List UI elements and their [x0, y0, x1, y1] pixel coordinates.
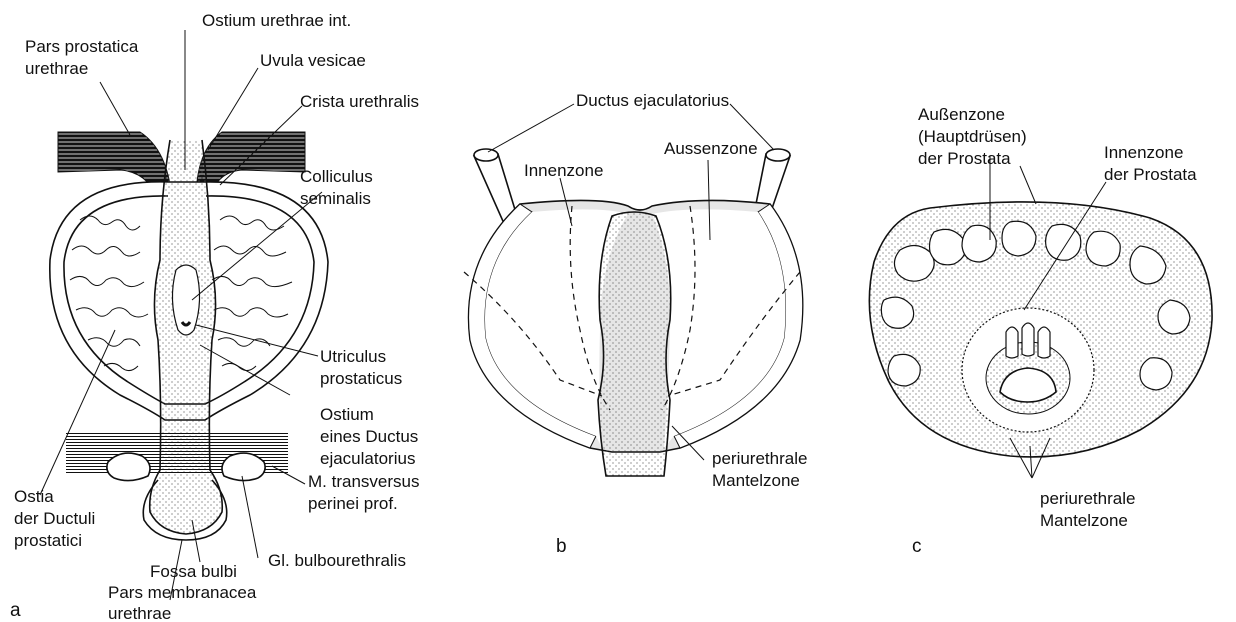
label-hauptdruesen-c: (Hauptdrüsen)	[918, 127, 1027, 146]
label-aussenzone-b: Aussenzone	[664, 139, 758, 158]
label-ostia-ductuli: Ostia	[14, 487, 54, 506]
label-ductus-ejaculatorius: Ductus ejaculatorius	[576, 91, 729, 110]
label-ostium-ductus-2: eines Ductus	[320, 427, 418, 446]
label-pars-membranacea-2: urethrae	[108, 604, 171, 622]
subfigure-label-c: c	[912, 536, 922, 557]
label-ostia-ductuli-3: prostatici	[14, 531, 82, 550]
urethra-b	[598, 212, 671, 476]
figure-b: Ductus ejaculatorius Innenzone Aussenzon…	[464, 91, 807, 557]
label-periurethrale-c: periurethrale	[1040, 489, 1135, 508]
innen-right	[652, 209, 786, 448]
label-pars-prostatica-2: urethrae	[25, 59, 88, 78]
central-glands-c	[1006, 323, 1050, 358]
label-innenzone-c: Innenzone	[1104, 143, 1183, 162]
figure-a: Ostium urethrae int. Pars prostatica ure…	[10, 11, 419, 622]
bulbourethral-gland-right	[222, 453, 265, 480]
label-fossa-bulbi: Fossa bulbi	[150, 562, 237, 581]
label-colliculus: Colliculus	[300, 167, 373, 186]
duct-opening-right	[766, 149, 790, 161]
label-utriculus-2: prostaticus	[320, 369, 402, 388]
subfigure-label-b: b	[556, 536, 567, 557]
label-ostium-ductus: Ostium	[320, 405, 374, 424]
label-m-transversus-2: perinei prof.	[308, 494, 398, 513]
label-mantelzone-b: Mantelzone	[712, 471, 800, 490]
figure-c: Außenzone (Hauptdrüsen) der Prostata Inn…	[869, 105, 1212, 557]
label-innenzone-b: Innenzone	[524, 161, 603, 180]
label-ostium-ductus-3: ejaculatorius	[320, 449, 415, 468]
label-innenzone-prostata-c: der Prostata	[1104, 165, 1197, 184]
label-mantelzone-c: Mantelzone	[1040, 511, 1128, 530]
label-pars-membranacea: Pars membranacea	[108, 583, 257, 602]
duct-opening-left	[474, 149, 498, 161]
bulbourethral-gland-left	[107, 453, 150, 480]
label-periurethrale-b: periurethrale	[712, 449, 807, 468]
label-colliculus-2: seminalis	[300, 189, 371, 208]
label-aussenzone-c: Außenzone	[918, 105, 1005, 124]
label-ostium-urethrae-int: Ostium urethrae int.	[202, 11, 351, 30]
label-pars-prostatica: Pars prostatica	[25, 37, 139, 56]
label-uvula-vesicae: Uvula vesicae	[260, 51, 366, 70]
label-ostia-ductuli-2: der Ductuli	[14, 509, 95, 528]
label-m-transversus: M. transversus	[308, 472, 419, 491]
label-utriculus: Utriculus	[320, 347, 386, 366]
label-der-prostata-c: der Prostata	[918, 149, 1011, 168]
label-gl-bulbourethralis: Gl. bulbourethralis	[268, 551, 406, 570]
subfigure-label-a: a	[10, 600, 21, 621]
label-crista-urethralis: Crista urethralis	[300, 92, 419, 111]
